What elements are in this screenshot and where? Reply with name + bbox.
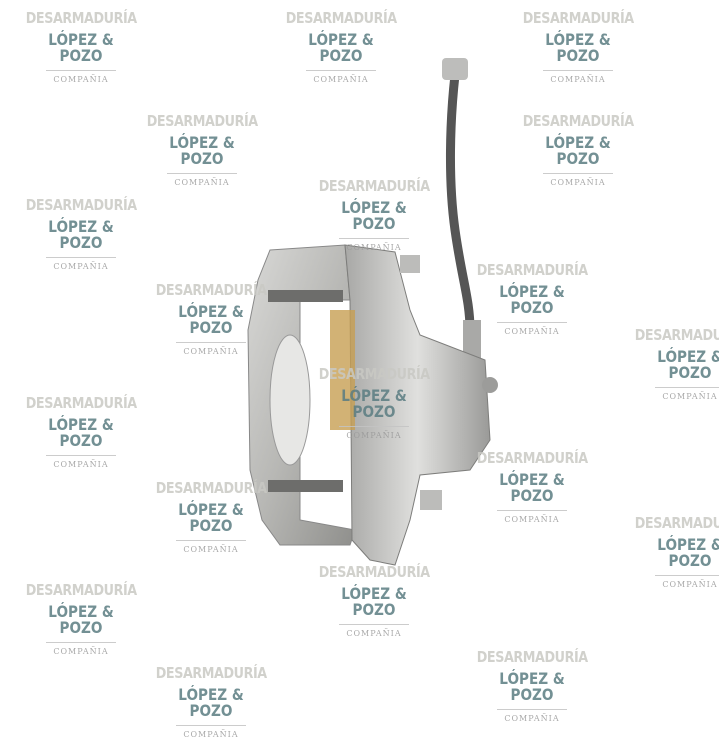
wrench-icon	[176, 725, 246, 732]
watermark-line2: LÓPEZ & POZO	[499, 669, 565, 704]
wrench-icon	[497, 322, 567, 329]
wrench-icon	[306, 70, 376, 77]
watermark-line3: COMPAÑIA	[183, 730, 239, 739]
wrench-icon	[46, 455, 116, 462]
watermark-line1: DESARMADURÍA	[155, 281, 267, 299]
wrench-icon	[176, 540, 246, 547]
watermark-line1: DESARMADURÍA	[318, 177, 430, 195]
watermark-line3: COMPAÑIA	[504, 327, 560, 336]
watermark-logo: DESARMADURÍA LÓPEZ & POZO COMPAÑIA	[16, 11, 146, 84]
watermark-line1: DESARMADURÍA	[522, 112, 634, 130]
watermark-line1: DESARMADURÍA	[146, 112, 258, 130]
caliper-body	[247, 244, 498, 566]
watermark-line2: LÓPEZ & POZO	[657, 347, 719, 382]
watermark-line1: DESARMADURÍA	[285, 9, 397, 27]
watermark-line2: LÓPEZ & POZO	[178, 685, 244, 720]
watermark-line2: LÓPEZ & POZO	[657, 535, 719, 570]
watermark-line1: DESARMADURÍA	[476, 648, 588, 666]
watermark-line3: COMPAÑIA	[53, 647, 109, 656]
wrench-icon	[46, 257, 116, 264]
watermark-line1: DESARMADURÍA	[155, 664, 267, 682]
wrench-icon	[655, 387, 719, 394]
watermark-line1: DESARMADURÍA	[25, 581, 137, 599]
watermark-line2: LÓPEZ & POZO	[341, 386, 407, 421]
wrench-icon	[497, 510, 567, 517]
wrench-icon	[497, 709, 567, 716]
watermark-line1: DESARMADURÍA	[318, 365, 430, 383]
wrench-icon	[339, 624, 409, 631]
watermark-line2: LÓPEZ & POZO	[178, 302, 244, 337]
wrench-icon	[543, 70, 613, 77]
watermark-logo: DESARMADURÍA LÓPEZ & POZO COMPAÑIA	[467, 263, 597, 336]
watermark-logo: DESARMADURÍA LÓPEZ & POZO COMPAÑIA	[309, 565, 439, 638]
watermark-line1: DESARMADURÍA	[522, 9, 634, 27]
watermark-logo: DESARMADURÍA LÓPEZ & POZO COMPAÑIA	[513, 114, 643, 187]
watermark-logo: DESARMADURÍA LÓPEZ & POZO COMPAÑIA	[513, 11, 643, 84]
watermark-line3: COMPAÑIA	[174, 178, 230, 187]
watermark-logo: DESARMADURÍA LÓPEZ & POZO COMPAÑIA	[146, 481, 276, 554]
watermark-line3: COMPAÑIA	[504, 714, 560, 723]
watermark-line2: LÓPEZ & POZO	[341, 198, 407, 233]
watermark-line2: LÓPEZ & POZO	[499, 282, 565, 317]
watermark-logo: DESARMADURÍA LÓPEZ & POZO COMPAÑIA	[625, 516, 719, 589]
watermark-line3: COMPAÑIA	[504, 515, 560, 524]
wrench-icon	[655, 575, 719, 582]
watermark-logo: DESARMADURÍA LÓPEZ & POZO COMPAÑIA	[276, 11, 406, 84]
watermark-line1: DESARMADURÍA	[476, 261, 588, 279]
watermark-line2: LÓPEZ & POZO	[308, 30, 374, 65]
watermark-line2: LÓPEZ & POZO	[48, 415, 114, 450]
watermark-line2: LÓPEZ & POZO	[545, 133, 611, 168]
wrench-icon	[46, 642, 116, 649]
watermark-line3: COMPAÑIA	[53, 460, 109, 469]
brake-hose	[442, 58, 481, 360]
wrench-icon	[339, 238, 409, 245]
wrench-icon	[176, 342, 246, 349]
watermark-line2: LÓPEZ & POZO	[545, 30, 611, 65]
wrench-icon	[46, 70, 116, 77]
watermark-line3: COMPAÑIA	[183, 347, 239, 356]
watermark-logo: DESARMADURÍA LÓPEZ & POZO COMPAÑIA	[625, 328, 719, 401]
watermark-line1: DESARMADURÍA	[25, 9, 137, 27]
watermark-line3: COMPAÑIA	[662, 580, 718, 589]
watermark-line1: DESARMADURÍA	[634, 326, 719, 344]
watermark-line2: LÓPEZ & POZO	[48, 602, 114, 637]
watermark-line1: DESARMADURÍA	[634, 514, 719, 532]
watermark-line2: LÓPEZ & POZO	[48, 217, 114, 252]
watermark-logo: DESARMADURÍA LÓPEZ & POZO COMPAÑIA	[146, 666, 276, 739]
watermark-line3: COMPAÑIA	[53, 75, 109, 84]
watermark-line3: COMPAÑIA	[550, 178, 606, 187]
watermark-logo: DESARMADURÍA LÓPEZ & POZO COMPAÑIA	[467, 451, 597, 524]
watermark-line2: LÓPEZ & POZO	[48, 30, 114, 65]
watermark-line3: COMPAÑIA	[313, 75, 369, 84]
watermark-logo: DESARMADURÍA LÓPEZ & POZO COMPAÑIA	[309, 367, 439, 440]
watermark-line3: COMPAÑIA	[662, 392, 718, 401]
watermark-logo: DESARMADURÍA LÓPEZ & POZO COMPAÑIA	[16, 583, 146, 656]
watermark-line1: DESARMADURÍA	[25, 196, 137, 214]
watermark-logo: DESARMADURÍA LÓPEZ & POZO COMPAÑIA	[309, 179, 439, 252]
watermark-line1: DESARMADURÍA	[25, 394, 137, 412]
watermark-line3: COMPAÑIA	[550, 75, 606, 84]
watermark-logo: DESARMADURÍA LÓPEZ & POZO COMPAÑIA	[146, 283, 276, 356]
watermark-logo: DESARMADURÍA LÓPEZ & POZO COMPAÑIA	[467, 650, 597, 723]
brake-caliper-photo	[247, 58, 498, 566]
wrench-icon	[339, 426, 409, 433]
watermark-line2: LÓPEZ & POZO	[499, 470, 565, 505]
watermark-line2: LÓPEZ & POZO	[341, 584, 407, 619]
watermark-line3: COMPAÑIA	[346, 629, 402, 638]
watermark-line1: DESARMADURÍA	[318, 563, 430, 581]
wrench-icon	[167, 173, 237, 180]
watermark-logo: DESARMADURÍA LÓPEZ & POZO COMPAÑIA	[16, 198, 146, 271]
watermark-line3: COMPAÑIA	[346, 431, 402, 440]
watermark-logo: DESARMADURÍA LÓPEZ & POZO COMPAÑIA	[137, 114, 267, 187]
watermark-line2: LÓPEZ & POZO	[169, 133, 235, 168]
watermark-line2: LÓPEZ & POZO	[178, 500, 244, 535]
watermark-line1: DESARMADURÍA	[155, 479, 267, 497]
watermark-logo: DESARMADURÍA LÓPEZ & POZO COMPAÑIA	[16, 396, 146, 469]
watermark-line3: COMPAÑIA	[346, 243, 402, 252]
wrench-icon	[543, 173, 613, 180]
watermark-line3: COMPAÑIA	[183, 545, 239, 554]
watermark-line3: COMPAÑIA	[53, 262, 109, 271]
watermark-line1: DESARMADURÍA	[476, 449, 588, 467]
brake-pad	[330, 310, 355, 430]
